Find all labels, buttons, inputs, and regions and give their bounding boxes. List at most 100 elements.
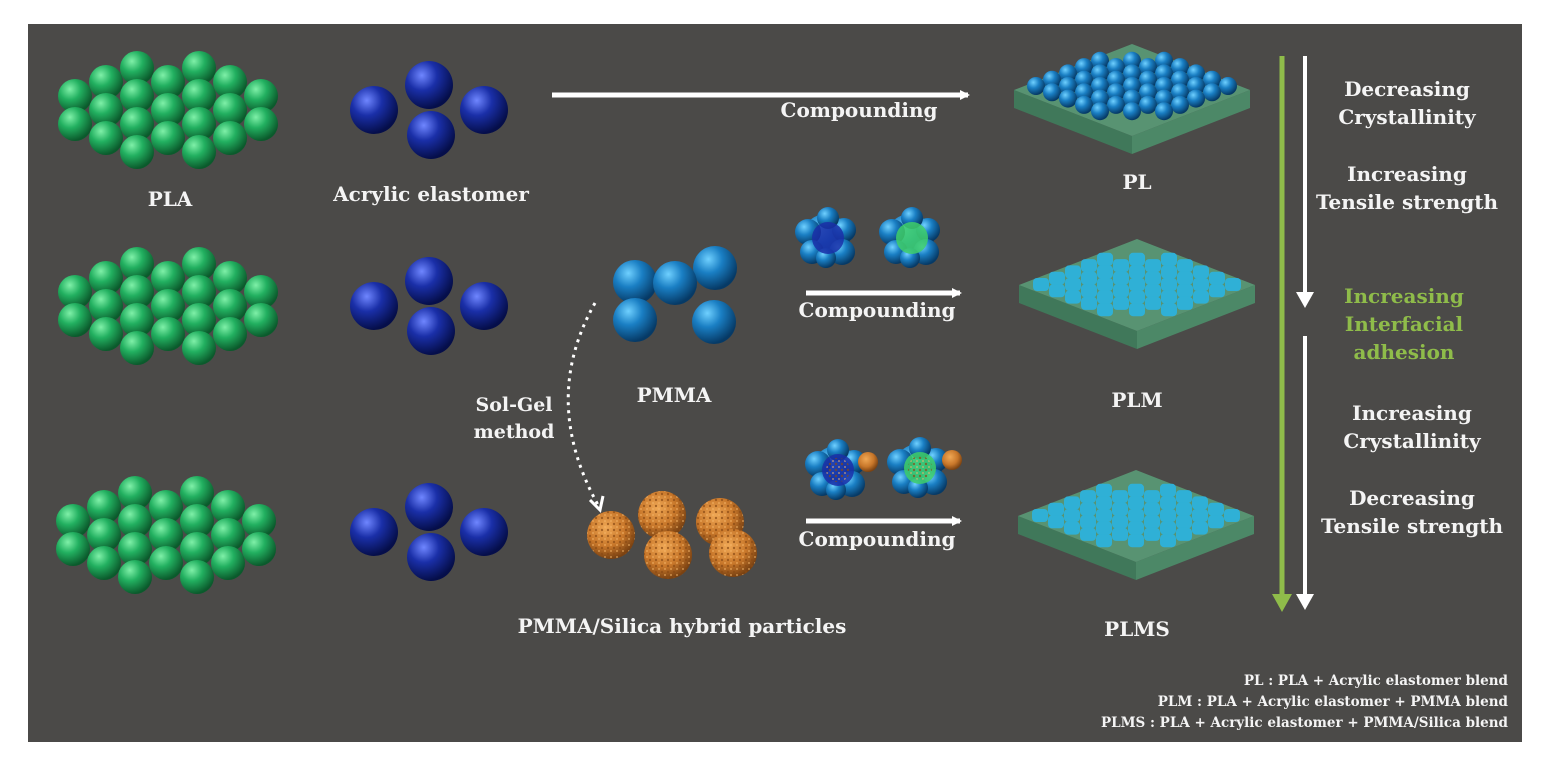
pla-sphere (182, 79, 216, 113)
hybrid-particle-texture (644, 531, 692, 579)
film-particle (1107, 70, 1125, 89)
blob-core (896, 222, 928, 254)
pmma-sphere-cluster (613, 246, 737, 344)
film-particle (1113, 296, 1129, 310)
film-particle (1192, 509, 1208, 522)
elastomer-sphere (405, 257, 453, 305)
pmma-sphere (613, 298, 657, 342)
trend-green-interfacial: Interfacial (1345, 312, 1464, 336)
film-particle (1075, 70, 1093, 89)
pla-sphere (180, 560, 214, 594)
film-particle (1096, 521, 1112, 535)
pla-sphere (182, 51, 216, 85)
film-particle (1155, 51, 1173, 70)
film-particle (1160, 521, 1176, 535)
pla-sphere (213, 65, 247, 99)
film-particle (1097, 265, 1113, 279)
film-particle (1155, 102, 1173, 121)
film-particle (1155, 64, 1173, 83)
film-particle (1129, 265, 1145, 279)
film-particle (1107, 58, 1125, 77)
sol-gel-dotted-arrow (566, 302, 600, 506)
film-side (1014, 90, 1132, 154)
trend-crystallinity-2: Crystallinity (1343, 429, 1482, 453)
film-particle (1096, 534, 1112, 548)
pla-sphere (87, 518, 121, 552)
film-particle (1123, 89, 1141, 108)
label-plms: PLMS (1104, 617, 1170, 641)
label-hybrid-particles: PMMA/Silica hybrid particles (518, 614, 847, 638)
pla-sphere (151, 317, 185, 351)
core-shell-particles (795, 207, 962, 500)
elastomer-sphere (350, 508, 398, 556)
film-particle (1075, 58, 1093, 77)
elastomer-sphere (407, 307, 455, 355)
film-particle (1139, 58, 1157, 77)
blob-silica (826, 458, 850, 482)
film-particle (1128, 521, 1144, 535)
pla-sphere (244, 107, 278, 141)
film-particle (1123, 51, 1141, 70)
film-particle (1160, 496, 1176, 510)
pla-sphere (149, 546, 183, 580)
label-plm: PLM (1111, 388, 1162, 412)
trend-increasing-2: Increasing (1352, 401, 1472, 425)
trend-decreasing-2: Decreasing (1349, 486, 1475, 510)
pla-sphere (89, 289, 123, 323)
film-particle (1112, 515, 1128, 529)
film-side (1136, 516, 1254, 580)
film-particle (1081, 296, 1097, 310)
film-particle (1171, 70, 1189, 89)
label-compounding-1: Compounding (781, 98, 938, 122)
interfacial-adhesion-arrowhead (1272, 594, 1292, 612)
pla-sphere (244, 303, 278, 337)
film-particle (1113, 259, 1129, 273)
pmma-sphere (613, 260, 657, 304)
pla-sphere (149, 518, 183, 552)
pla-sphere (118, 476, 152, 510)
film-particle (1160, 509, 1176, 522)
elastomer-sphere (407, 533, 455, 581)
film-particle (1155, 89, 1173, 108)
film-particle (1112, 527, 1128, 541)
film-particle (1064, 496, 1080, 510)
pla-sphere (120, 331, 154, 365)
pla-sphere (151, 261, 185, 295)
label-pl: PL (1122, 170, 1151, 194)
pla-sphere (89, 317, 123, 351)
pla-sphere (89, 65, 123, 99)
trend-tensile-2: Tensile strength (1321, 514, 1504, 538)
pla-sphere (118, 560, 152, 594)
film-particle (1059, 89, 1077, 108)
pmma-sphere (653, 261, 697, 305)
pla-sphere (56, 532, 90, 566)
pla-sphere (87, 490, 121, 524)
film-particle (1144, 490, 1160, 504)
elastomer-sphere (350, 86, 398, 134)
film-particle (1075, 83, 1093, 102)
film-particle (1177, 271, 1193, 285)
film-particle (1139, 95, 1157, 114)
film-particle (1219, 77, 1237, 95)
pla-sphere (211, 490, 245, 524)
pla-sphere (180, 504, 214, 538)
film-particle (1193, 278, 1209, 291)
film-particle (1064, 509, 1080, 522)
film-particle (1193, 290, 1209, 304)
trend-green-adhesion: adhesion (1354, 340, 1455, 364)
film-particle (1128, 496, 1144, 510)
film-particle (1129, 252, 1145, 266)
film-particle (1161, 252, 1177, 266)
film-particle (1096, 483, 1112, 497)
film-particle (1129, 278, 1145, 291)
pla-sphere (213, 121, 247, 155)
film-particle (1091, 51, 1109, 70)
film-side (1018, 516, 1136, 580)
label-pla: PLA (148, 187, 193, 211)
pla-sphere (244, 275, 278, 309)
film-particle (1112, 502, 1128, 516)
film-particle (1049, 271, 1065, 285)
film-particle (1059, 64, 1077, 83)
trend-green-increasing: Increasing (1344, 284, 1464, 308)
